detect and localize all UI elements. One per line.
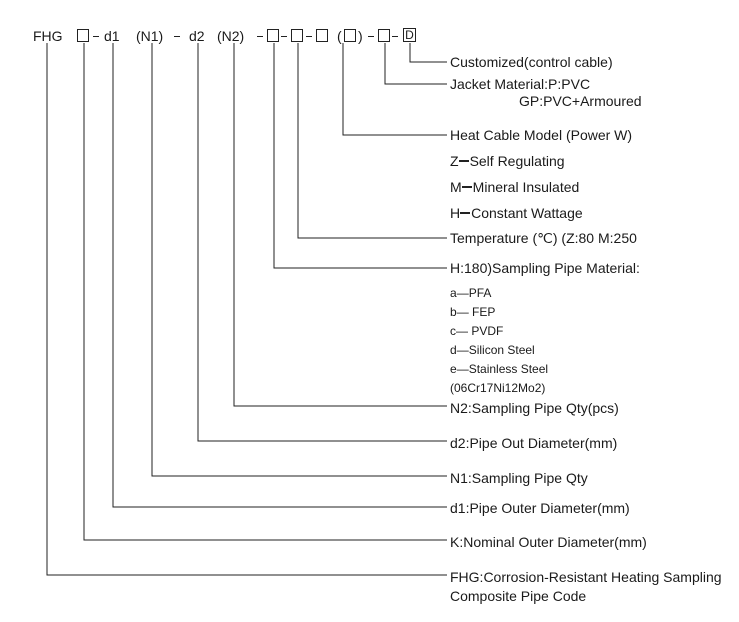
code-dash [281,36,287,37]
heat-type-letter: M [450,179,462,195]
code-d2: d2 [189,28,205,44]
material-text: FEP [472,305,496,319]
material-letter: b [450,305,457,319]
label-temperature: Temperature (℃) (Z:80 M:250 [450,230,637,246]
code-temperature-box [291,29,303,42]
heat-type-mineral-insulated: M Mineral Insulated [450,180,579,194]
heat-type-text: Mineral Insulated [472,179,580,195]
code-dash [174,36,180,37]
label-n1: N1:Sampling Pipe Qty [450,470,588,486]
label-k: K:Nominal Outer Diameter(mm) [450,534,647,550]
heat-type-letter: Z [450,153,459,169]
code-dash [392,36,398,37]
heat-type-text: Constant Wattage [471,205,583,221]
code-customized-box: D [403,28,416,42]
connector-jacket [384,43,447,85]
code-material-box [267,29,279,42]
em-dash [460,211,471,214]
label-sampling-material: H:180)Sampling Pipe Material: [450,260,640,276]
label-fhg-line2: Composite Pipe Code [450,588,587,604]
em-dash [458,159,469,162]
code-heat-type-box [316,29,328,42]
code-paren-close: ) [358,28,363,44]
label-n2: N2:Sampling Pipe Qty(pcs) [450,400,619,416]
material-letter: c [450,324,456,338]
code-dash [93,36,99,37]
material-text: Silicon Steel [468,343,535,357]
material-pvdf: c— PVDF [450,324,504,338]
material-letter: d [450,343,457,357]
code-dash [306,36,312,37]
heat-type-constant-wattage: H Constant Wattage [450,206,583,220]
code-paren-open: ( [337,28,342,44]
material-stainless-steel: e—Stainless Steel [450,362,549,376]
connector-customized [409,43,447,63]
connector-n2 [233,43,447,407]
label-fhg-line1: FHG:Corrosion-Resistant Heating Sampling [450,569,722,585]
label-customized: Customized(control cable) [450,54,613,70]
material-silicon-steel: d—Silicon Steel [450,343,535,357]
code-dash [368,36,374,37]
code-k-box [77,29,89,42]
label-d2: d2:Pipe Out Diameter(mm) [450,435,618,451]
label-heat-cable: Heat Cable Model (Power W) [450,127,633,143]
material-text: PFA [468,286,492,300]
material-letter: e [450,362,457,376]
connector-d2 [197,43,447,442]
code-power-box [344,29,356,42]
label-d1: d1:Pipe Outer Diameter(mm) [450,500,630,516]
code-n1: (N1) [136,28,164,44]
connector-heat-cable [342,43,447,136]
heat-type-self-regulating: Z Self Regulating [450,154,565,168]
connector-k [83,43,447,541]
code-n2: (N2) [217,28,245,44]
code-dash [257,36,263,37]
material-fep: b— FEP [450,305,496,319]
heat-type-text: Self Regulating [469,153,565,169]
connector-n1 [151,43,447,477]
connector-temperature [297,43,447,239]
material-text: PVDF [471,324,504,338]
connector-d1 [112,43,447,508]
connector-sampling-material [273,43,447,269]
connector-fhg [46,43,447,576]
material-letter: a [450,286,457,300]
material-stainless-spec: (06Cr17Ni12Mo2) [450,381,546,395]
code-jacket-box [378,29,390,42]
code-fhg: FHG [33,28,63,44]
em-dash [461,185,472,188]
material-pfa: a—PFA [450,286,492,300]
code-d1: d1 [104,28,120,44]
label-jacket: Jacket Material:P:PVC [450,76,591,92]
label-jacket-gp: GP:PVC+Armoured [519,93,642,109]
heat-type-letter: H [450,205,461,221]
material-text: Stainless Steel [468,362,549,376]
